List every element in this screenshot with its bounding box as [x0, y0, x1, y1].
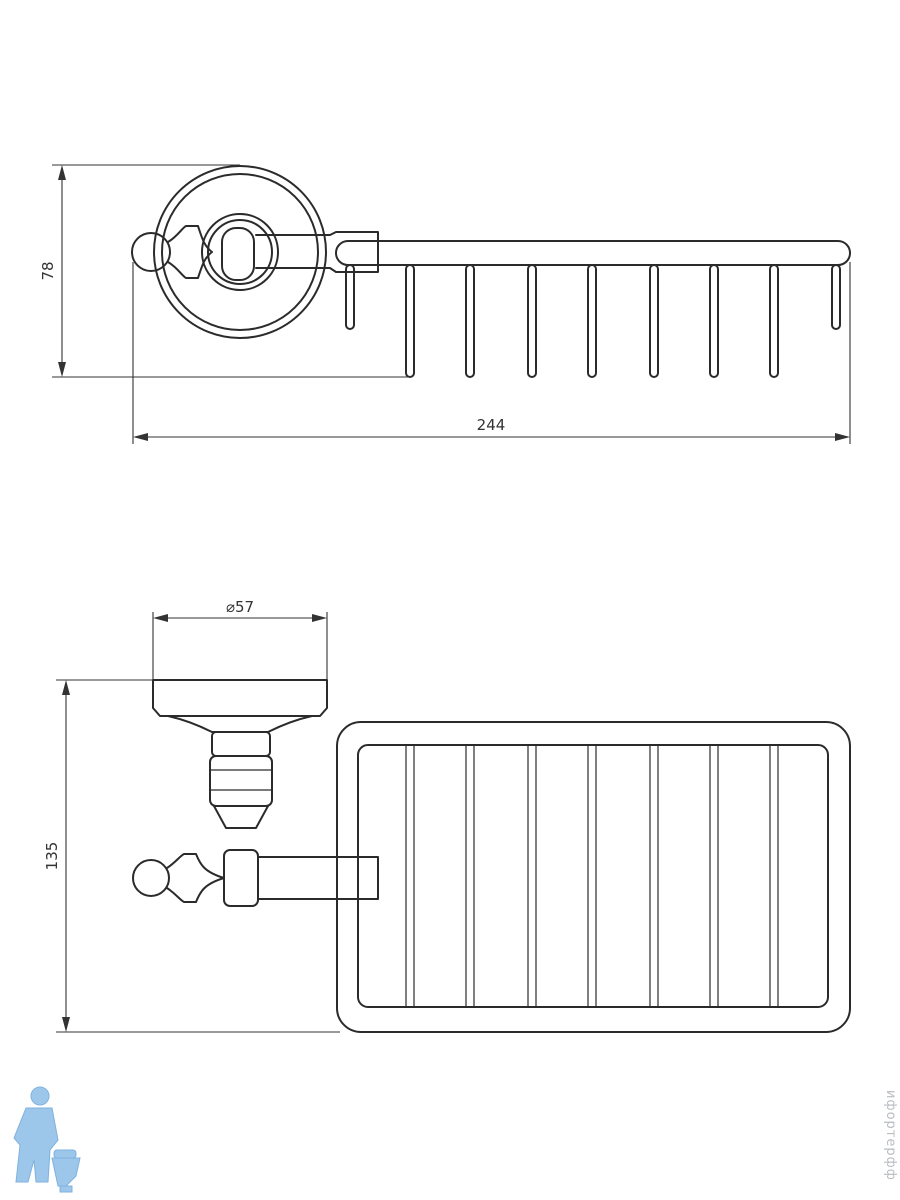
- dim-height-bottom: [56, 679, 340, 1033]
- wall-plate: [152, 679, 328, 717]
- arm: [255, 231, 379, 273]
- side-view: 78 244: [39, 164, 851, 444]
- dim-label-135: 135: [43, 842, 61, 871]
- rosette-inner: [161, 173, 319, 331]
- post-taper: [213, 805, 269, 829]
- top-view: ⌀57 135: [43, 598, 851, 1033]
- knob-ball-plan: [132, 859, 170, 897]
- rosette-outer: [153, 165, 327, 339]
- basket-frame-inner: [357, 744, 829, 1008]
- post-top-ring: [211, 731, 271, 757]
- knob-neck-plan: [166, 853, 225, 903]
- rosette-hub-inner: [207, 219, 273, 285]
- basket-rail: [335, 240, 851, 266]
- dim-label-78: 78: [39, 261, 57, 280]
- watermark-text: ифортерфф: [883, 1090, 898, 1181]
- plumber-logo-icon: [13, 1086, 81, 1193]
- plate-flange: [167, 715, 313, 733]
- collar: [221, 227, 255, 281]
- arm-plan: [257, 856, 379, 900]
- dim-label-57: ⌀57: [226, 598, 254, 616]
- basket-wires: [345, 264, 841, 378]
- basket-frame-outer: [336, 721, 851, 1033]
- knob-ball: [131, 232, 171, 272]
- rosette-hub: [201, 213, 279, 291]
- post-body: [209, 755, 273, 807]
- basket-grid: [405, 744, 779, 1008]
- knob-neck: [167, 225, 213, 279]
- dim-label-244: 244: [477, 416, 506, 434]
- dim-height-top: [52, 164, 412, 378]
- dim-diameter: [152, 612, 328, 680]
- collar-plan: [223, 849, 259, 907]
- dim-width-total: [132, 262, 851, 444]
